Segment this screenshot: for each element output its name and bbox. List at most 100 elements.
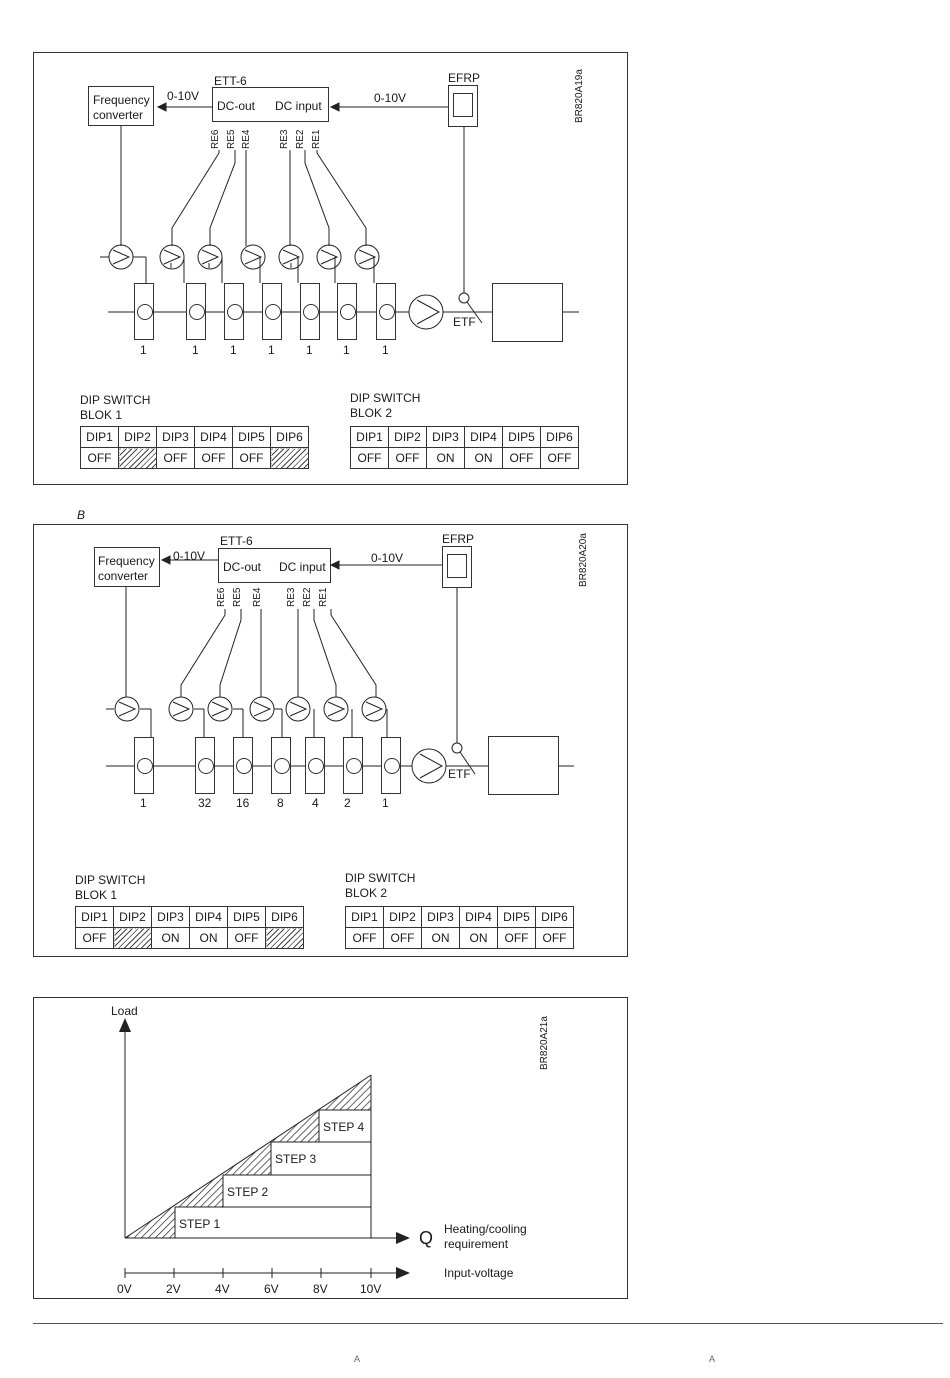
efrp-display	[453, 93, 473, 117]
dip-value-hatched	[265, 927, 304, 949]
voltage-axis-label: Input-voltage	[444, 1266, 514, 1280]
compressor-label: 1	[268, 343, 275, 357]
frequency-converter-label-1: Frequency	[98, 554, 155, 568]
frequency-converter-box: Frequency converter	[88, 86, 154, 126]
dip-table-blok1: DIP1 DIP2 DIP3 DIP4 DIP5 DIP6 OFF ON ON …	[75, 906, 304, 949]
frequency-converter-box: Frequency converter	[94, 547, 160, 587]
dip-header: DIP4	[194, 426, 233, 448]
dip-header: DIP3	[426, 426, 465, 448]
dip-value: OFF	[80, 447, 119, 469]
dip-header: DIP4	[459, 906, 498, 928]
voltage-right-label: 0-10V	[374, 91, 407, 105]
dip-value: OFF	[194, 447, 233, 469]
compressor-valve	[337, 283, 357, 340]
voltage-tick: 6V	[264, 1282, 279, 1296]
compressor-label: 1	[192, 343, 199, 357]
blok1-subtitle: BLOK 1	[75, 888, 118, 902]
dip-table-blok1: DIP1 DIP2 DIP3 DIP4 DIP5 DIP6 OFF OFF OF…	[80, 426, 309, 469]
efrp-device	[448, 85, 478, 127]
compressor-label: 1	[140, 343, 147, 357]
dip-value: OFF	[156, 447, 195, 469]
frequency-converter-label-2: converter	[98, 569, 149, 583]
dip-value: OFF	[497, 927, 536, 949]
compressor-label: 2	[344, 796, 351, 810]
etf-label: ETF	[448, 767, 471, 781]
blok2-subtitle: BLOK 2	[345, 886, 388, 900]
compressor-label: 8	[277, 796, 284, 810]
step-label: STEP 2	[227, 1185, 269, 1199]
dip-value: ON	[189, 927, 228, 949]
voltage-left-label: 0-10V	[173, 549, 206, 563]
compressor-label: 16	[236, 796, 250, 810]
voltage-tick: 2V	[166, 1282, 181, 1296]
compressor-label: 1	[343, 343, 350, 357]
blok1-subtitle: BLOK 1	[80, 408, 123, 422]
voltage-tick: 4V	[215, 1282, 230, 1296]
blok1-title: DIP SWITCH	[75, 873, 146, 887]
dip-value: ON	[459, 927, 498, 949]
controller-label: ETT-6	[214, 74, 247, 88]
load-step-graphic	[119, 1018, 410, 1279]
relay-re2: RE2	[295, 129, 306, 149]
diagram-a-lines	[100, 102, 579, 330]
compressor-valve	[224, 283, 244, 340]
dip-header: DIP2	[113, 906, 152, 928]
dip-value-hatched	[113, 927, 152, 949]
dip-value-hatched	[118, 447, 157, 469]
dip-value: OFF	[535, 927, 574, 949]
dip-header: DIP1	[75, 906, 114, 928]
relay-re5: RE5	[232, 587, 243, 607]
dip-value: ON	[421, 927, 460, 949]
y-axis-label: Load	[111, 1004, 138, 1018]
dip-value: OFF	[345, 927, 384, 949]
compressor-valve	[134, 283, 154, 340]
load-unit-box	[488, 736, 559, 795]
step-label: STEP 4	[323, 1120, 365, 1134]
dip-value-hatched	[270, 447, 309, 469]
q-symbol: Q	[419, 1228, 434, 1248]
controller-label: ETT-6	[220, 534, 253, 548]
dip-table-blok2: DIP1 DIP2 DIP3 DIP4 DIP5 DIP6 OFF OFF ON…	[345, 906, 574, 949]
dip-value: OFF	[232, 447, 271, 469]
footer-mark-left: A	[354, 1354, 361, 1364]
etf-label: ETF	[453, 315, 476, 329]
compressor-valve	[376, 283, 396, 340]
compressor-valve	[343, 737, 363, 794]
dip-header: DIP2	[388, 426, 427, 448]
diagram-b-panel: Frequency converter 0-10V ETT-6 DC-out D…	[33, 524, 628, 957]
dip-value: OFF	[540, 447, 579, 469]
dip-header: DIP1	[345, 906, 384, 928]
compressor-label: 4	[312, 796, 319, 810]
q-label-line2: requirement	[444, 1237, 509, 1251]
dip-header: DIP6	[265, 906, 304, 928]
footer-divider	[33, 1323, 943, 1324]
dip-header: DIP5	[497, 906, 536, 928]
step-label: STEP 1	[179, 1217, 221, 1231]
diagram-ref: BR820A20a	[578, 533, 589, 587]
relay-re1: RE1	[311, 129, 322, 149]
dip-header: DIP6	[540, 426, 579, 448]
dip-header: DIP3	[156, 426, 195, 448]
relay-re3: RE3	[286, 587, 297, 607]
relay-re6: RE6	[210, 129, 221, 149]
compressor-label: 32	[198, 796, 212, 810]
compressor-valve	[381, 737, 401, 794]
dip-header: DIP1	[80, 426, 119, 448]
compressor-label: 1	[230, 343, 237, 357]
dip-header: DIP3	[421, 906, 460, 928]
relay-re4: RE4	[252, 587, 263, 607]
controller-box: DC-out DC input	[218, 548, 331, 583]
dip-value: ON	[426, 447, 465, 469]
compressor-valve	[262, 283, 282, 340]
dip-value: OFF	[388, 447, 427, 469]
voltage-tick: 0V	[117, 1282, 132, 1296]
efrp-label: EFRP	[442, 532, 475, 546]
efrp-display	[447, 554, 467, 578]
dc-input-label: DC input	[275, 99, 322, 113]
step-label: STEP 3	[275, 1152, 317, 1166]
dip-table-blok2: DIP1 DIP2 DIP3 DIP4 DIP5 DIP6 OFF OFF ON…	[350, 426, 579, 469]
dip-header: DIP2	[118, 426, 157, 448]
diagram-ref: BR820A19a	[574, 69, 585, 123]
compressor-valve	[233, 737, 253, 794]
voltage-right-label: 0-10V	[371, 551, 404, 565]
